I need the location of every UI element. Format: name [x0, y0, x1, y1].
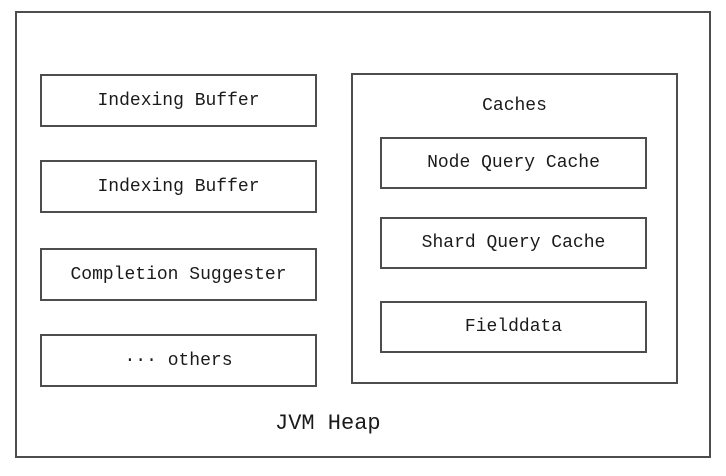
shard-query-cache-box: Shard Query Cache — [380, 217, 647, 269]
indexing-buffer-box-1: Indexing Buffer — [40, 74, 317, 127]
caches-title: Caches — [482, 96, 547, 116]
others-box: ··· others — [40, 334, 317, 387]
others-label: ··· others — [124, 350, 233, 371]
node-query-cache-box: Node Query Cache — [380, 137, 647, 189]
jvm-heap-container-box: Indexing Buffer Indexing Buffer Completi… — [15, 11, 711, 458]
completion-suggester-label: Completion Suggester — [70, 264, 287, 285]
indexing-buffer-label-1: Indexing Buffer — [97, 90, 260, 111]
completion-suggester-box: Completion Suggester — [40, 248, 317, 301]
jvm-heap-title: JVM Heap — [275, 411, 381, 436]
indexing-buffer-label-2: Indexing Buffer — [97, 176, 260, 197]
shard-query-cache-label: Shard Query Cache — [421, 233, 606, 253]
node-query-cache-label: Node Query Cache — [427, 153, 600, 173]
caches-container-box: Caches Node Query Cache Shard Query Cach… — [351, 73, 678, 384]
indexing-buffer-box-2: Indexing Buffer — [40, 160, 317, 213]
fielddata-label: Fielddata — [464, 317, 563, 337]
fielddata-box: Fielddata — [380, 301, 647, 353]
